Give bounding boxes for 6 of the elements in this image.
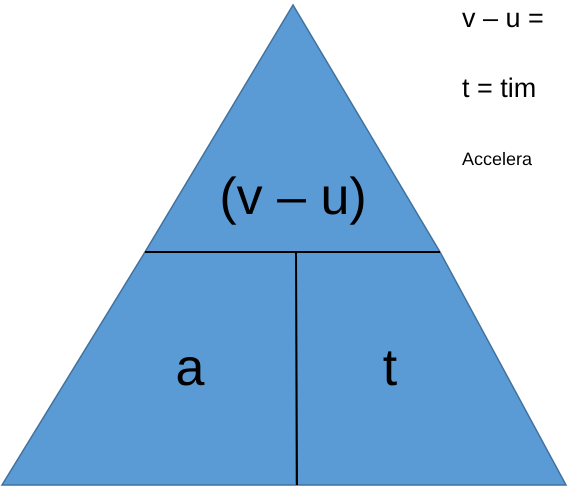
formula-text: v – u = xyxy=(462,2,544,35)
formula-symbol: a xyxy=(176,342,204,394)
formula-symbol: t xyxy=(382,342,398,394)
formula-text: Accelera xyxy=(462,148,532,170)
formula-symbol: (v – u) xyxy=(219,171,367,223)
formula-text: t = tim xyxy=(462,72,536,105)
